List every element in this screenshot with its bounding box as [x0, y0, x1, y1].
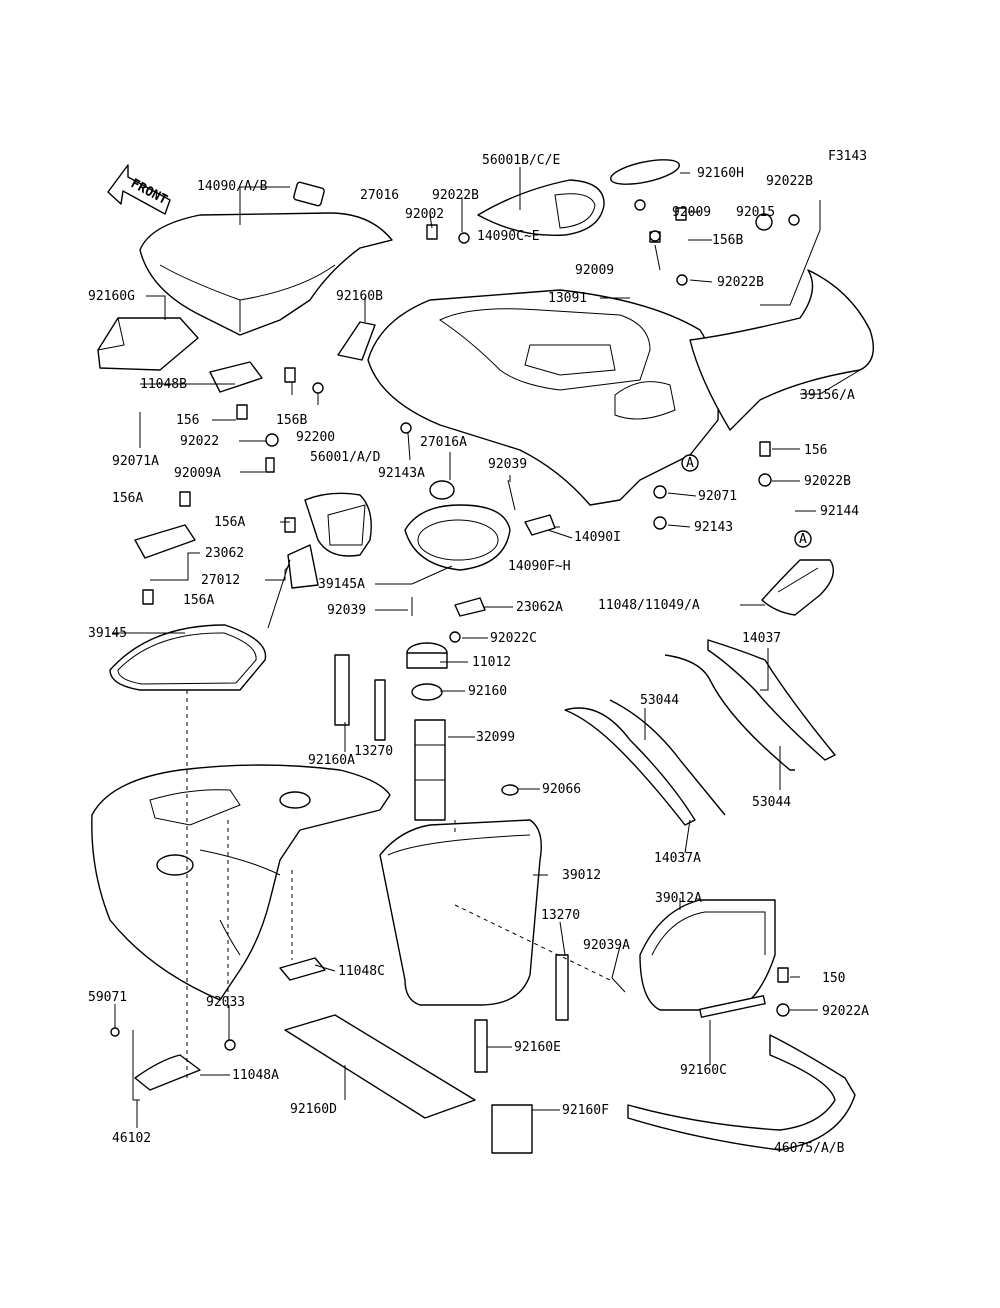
label-92160e: 92160E	[514, 1040, 561, 1055]
label-92071a: 92071A	[112, 454, 159, 469]
bar-46075	[627, 1034, 856, 1151]
label-13270-1: 13270	[354, 744, 393, 759]
label-53044-2: 53044	[752, 795, 791, 810]
label-32099: 32099	[476, 730, 515, 745]
bin-39012a	[639, 899, 776, 1018]
label-11048c: 11048C	[338, 964, 385, 979]
storage-bin	[379, 819, 569, 1021]
label-92022b-4: 92022B	[804, 474, 851, 489]
label-92200: 92200	[296, 430, 335, 445]
windshield	[477, 159, 680, 237]
label-27012: 27012	[201, 573, 240, 588]
label-156a-3: 156A	[183, 593, 214, 608]
label-92160g: 92160G	[88, 289, 135, 304]
label-92039a: 92039A	[583, 938, 630, 953]
label-11048a: 11048A	[232, 1068, 279, 1083]
label-92160: 92160	[468, 684, 507, 699]
label-92066: 92066	[542, 782, 581, 797]
label-92009-1: 92009	[672, 205, 711, 220]
label-92002: 92002	[405, 207, 444, 222]
label-39145a: 39145A	[318, 577, 365, 592]
label-14090fh: 14090F~H	[508, 559, 571, 574]
label-92022b-1: 92022B	[432, 188, 479, 203]
label-92022b-2: 92022B	[766, 174, 813, 189]
label-92071: 92071	[698, 489, 737, 504]
label-92009a: 92009A	[174, 466, 221, 481]
label-11048b: 11048B	[140, 377, 187, 392]
label-92160a: 92160A	[308, 753, 355, 768]
label-27016a: 27016A	[420, 435, 467, 450]
label-11012: 11012	[472, 655, 511, 670]
label-14090ab: 14090/A/B	[197, 179, 268, 194]
label-92160c: 92160C	[680, 1063, 727, 1078]
label-92160h: 92160H	[697, 166, 744, 181]
label-11048-11049a: 11048/11049/A	[598, 598, 700, 613]
label-156-1: 156	[176, 413, 199, 428]
label-39156a: 39156/A	[800, 388, 855, 403]
label-92009-2: 92009	[575, 263, 614, 278]
label-92143a: 92143A	[378, 466, 425, 481]
label-23062a: 23062A	[516, 600, 563, 615]
label-92039-1: 92039	[488, 457, 527, 472]
fasteners	[110, 199, 800, 1101]
label-23062: 23062	[205, 546, 244, 561]
label-92160b: 92160B	[336, 289, 383, 304]
label-92160f: 92160F	[562, 1103, 609, 1118]
label-14090i: 14090I	[574, 530, 621, 545]
label-92039-2: 92039	[327, 603, 366, 618]
seat-cover	[97, 181, 393, 371]
front-arrow: FRONT	[107, 164, 171, 215]
label-13270-2: 13270	[541, 908, 580, 923]
label-14037a: 14037A	[654, 851, 701, 866]
label-92143: 92143	[694, 520, 733, 535]
alignment-lines	[186, 690, 611, 1080]
label-156b-2: 156B	[276, 413, 307, 428]
ref-markers: A A	[681, 454, 812, 548]
label-92033: 92033	[206, 995, 245, 1010]
label-92022b-3: 92022B	[717, 275, 764, 290]
hull-lower	[91, 764, 391, 1001]
label-156a-2: 156A	[214, 515, 245, 530]
figure-code: F3143	[828, 149, 867, 164]
label-39012: 39012	[562, 868, 601, 883]
label-92022: 92022	[180, 434, 219, 449]
label-92160d: 92160D	[290, 1102, 337, 1117]
gasket-39145	[109, 624, 267, 691]
label-56001ad: 56001/A/D	[310, 450, 381, 465]
label-14037: 14037	[742, 631, 781, 646]
label-150: 150	[822, 971, 845, 986]
rails	[564, 639, 836, 826]
label-92144: 92144	[820, 504, 859, 519]
label-92015: 92015	[736, 205, 775, 220]
bracket-11048	[761, 559, 834, 616]
label-156-2: 156	[804, 443, 827, 458]
label-56001bce: 56001B/C/E	[482, 153, 560, 168]
label-92022c: 92022C	[490, 631, 537, 646]
side-panel-39156	[689, 269, 874, 431]
label-39012a: 39012A	[655, 891, 702, 906]
label-14090ce: 14090C~E	[477, 229, 540, 244]
label-92022a: 92022A	[822, 1004, 869, 1019]
label-27016: 27016	[360, 188, 399, 203]
label-156b-1: 156B	[712, 233, 743, 248]
label-53044-1: 53044	[640, 693, 679, 708]
label-46102: 46102	[112, 1131, 151, 1146]
label-39145: 39145	[88, 626, 127, 641]
part-labels: 14090/A/B 27016 56001B/C/E 92160H 92022B…	[88, 153, 869, 1156]
label-13091: 13091	[548, 291, 587, 306]
leader-lines	[112, 167, 861, 1128]
mats	[134, 957, 533, 1154]
label-59071: 59071	[88, 990, 127, 1005]
label-156a-1: 156A	[112, 491, 143, 506]
ref-a-1: A	[686, 456, 694, 471]
label-46075ab: 46075/A/B	[774, 1141, 845, 1156]
deck-panel	[337, 289, 719, 506]
ref-a-2: A	[799, 532, 807, 547]
